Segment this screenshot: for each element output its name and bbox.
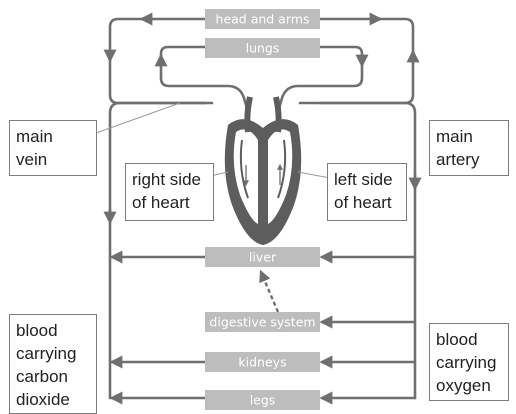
organ-digestive-system: digestive system bbox=[205, 312, 320, 332]
organ-legs: legs bbox=[205, 390, 320, 410]
label-line: carbon bbox=[16, 365, 90, 388]
svg-text:digestive system: digestive system bbox=[209, 315, 315, 330]
label-main-artery: main artery bbox=[429, 120, 509, 176]
label-line: of heart bbox=[334, 191, 400, 214]
label-blood-carrying-carbon-dioxide: blood carrying carbon dioxide bbox=[9, 314, 97, 414]
vein-trunk bbox=[110, 103, 205, 398]
label-line: artery bbox=[436, 148, 502, 171]
digestive-to-liver-arrow bbox=[261, 272, 278, 312]
label-right-side-of-heart: right side of heart bbox=[125, 163, 214, 221]
label-line: carrying bbox=[436, 351, 502, 374]
label-line: dioxide bbox=[16, 388, 90, 411]
label-main-vein: main vein bbox=[9, 120, 97, 176]
label-line: of heart bbox=[132, 191, 207, 214]
label-line: main bbox=[16, 125, 90, 148]
label-blood-carrying-oxygen: blood carrying oxygen bbox=[429, 323, 509, 401]
organ-head-and-arms: head and arms bbox=[205, 9, 320, 29]
label-line: oxygen bbox=[436, 374, 502, 397]
label-left-side-of-heart: left side of heart bbox=[327, 163, 407, 221]
label-line: vein bbox=[16, 148, 90, 171]
svg-text:head and arms: head and arms bbox=[216, 12, 310, 27]
svg-text:lungs: lungs bbox=[246, 41, 280, 56]
label-line: main bbox=[436, 125, 502, 148]
label-line: carrying bbox=[16, 342, 90, 365]
organ-lungs: lungs bbox=[205, 38, 320, 58]
label-line: blood bbox=[16, 319, 90, 342]
organ-liver: liver bbox=[205, 247, 320, 267]
artery-trunk bbox=[320, 103, 415, 398]
organ-kidneys: kidneys bbox=[205, 352, 320, 372]
label-line: right side bbox=[132, 168, 207, 191]
label-line: left side bbox=[334, 168, 400, 191]
heart-icon bbox=[225, 97, 301, 245]
svg-text:legs: legs bbox=[250, 393, 276, 408]
svg-text:kidneys: kidneys bbox=[238, 355, 286, 370]
svg-text:liver: liver bbox=[249, 250, 277, 265]
head-arms-circuit-right bbox=[300, 19, 413, 103]
label-line: blood bbox=[436, 328, 502, 351]
